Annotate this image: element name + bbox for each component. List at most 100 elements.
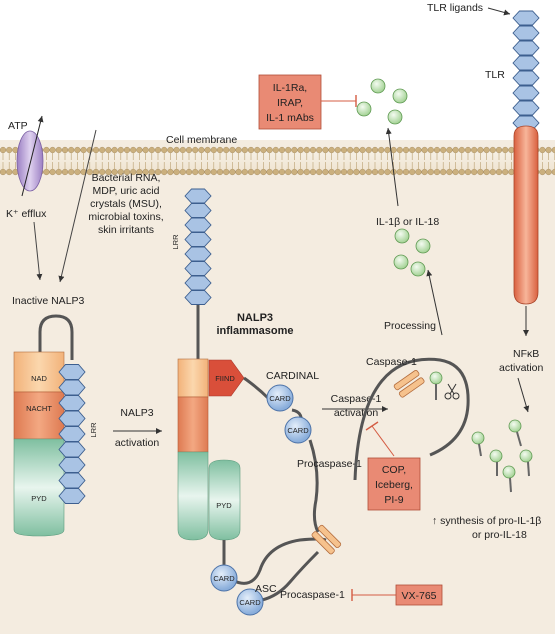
lipid-head: [396, 146, 403, 154]
svg-text:microbial toxins,: microbial toxins,: [88, 211, 163, 223]
procaspase-1-label: Procaspase-1: [297, 458, 362, 470]
lrr-hexagon: [58, 379, 86, 396]
caspase-1-arc: [353, 357, 470, 481]
card-circle: CARD: [284, 416, 312, 444]
procaspase-1-label-2: Procaspase-1: [280, 589, 345, 601]
lipid-head: [80, 146, 87, 154]
lipid-head: [316, 146, 323, 154]
card-circle: CARD: [236, 588, 264, 616]
svg-text:Iceberg,: Iceberg,: [375, 479, 413, 491]
lipid-head: [247, 168, 255, 176]
lipid-head: [61, 168, 69, 176]
lipid-head: [495, 168, 503, 176]
lipid-head: [229, 168, 236, 176]
scissors-icon: [444, 383, 460, 400]
atp-channel: [16, 115, 44, 197]
lipid-head: [545, 146, 552, 154]
lipid-head: [384, 168, 391, 176]
lipid-head: [303, 146, 310, 154]
lipid-head: [117, 168, 124, 176]
lipid-head: [229, 146, 236, 154]
lipid-head: [0, 146, 7, 154]
lipid-head: [433, 146, 441, 154]
lipid-head: [464, 146, 472, 154]
lipid-head: [68, 168, 75, 176]
lipid-head: [539, 146, 546, 154]
svg-text:CARD: CARD: [269, 394, 291, 403]
lipid-head: [179, 146, 186, 154]
lipid-head: [204, 146, 211, 154]
lipid-head: [384, 146, 391, 154]
lipid-head: [328, 168, 335, 176]
nalp3-activation-label-2: activation: [115, 437, 160, 449]
asc-linker: [231, 537, 327, 585]
lipid-head: [185, 168, 193, 176]
lrr-hexagon: [58, 457, 86, 473]
lipid-head: [266, 146, 273, 154]
lipid-head: [55, 146, 62, 154]
lrr-hexagon: [512, 25, 540, 41]
nad-label: NAD: [31, 374, 47, 383]
svg-text:MDP, uric acid: MDP, uric acid: [93, 185, 160, 197]
lipid-head: [278, 146, 286, 154]
lipid-head: [446, 146, 453, 154]
svg-text:Bacterial RNA,: Bacterial RNA,: [92, 172, 161, 184]
lrr-hexagon: [184, 261, 212, 276]
svg-text:COP,: COP,: [382, 464, 406, 476]
caspase-inhibitor-box: COP, Iceberg, PI-9: [367, 457, 421, 511]
lipid-head: [161, 168, 168, 176]
pyd-label: PYD: [31, 494, 47, 503]
lipid-head: [123, 146, 131, 154]
lipid-head: [502, 168, 509, 176]
nalp3-inflammasome: LRR PYD FIIND: [171, 188, 245, 572]
lipid-head: [340, 168, 348, 176]
lrr-hexagon: [184, 290, 212, 305]
lrr-hexagon: [512, 55, 540, 71]
lipid-head: [210, 168, 217, 176]
caspase-1-unit: [393, 369, 425, 398]
lipid-head: [161, 146, 168, 154]
lipid-head: [210, 146, 217, 154]
lrr-hexagon: [184, 217, 212, 233]
lipid-head: [123, 168, 131, 176]
nfkb-label-2: activation: [499, 362, 544, 374]
cell-membrane-label: Cell membrane: [166, 134, 237, 146]
lipid-head: [148, 146, 155, 154]
lipid-head: [136, 168, 143, 176]
procaspase-linker-1: [308, 439, 320, 533]
lipid-head: [347, 168, 354, 176]
caspase-1-activation-label-2: activation: [334, 407, 379, 419]
nfkb-arrow: [517, 377, 530, 413]
lipid-head: [359, 146, 366, 154]
caspase-1-label: Caspase-1: [366, 356, 417, 368]
lipid-head: [489, 168, 496, 176]
lipid-head: [365, 168, 372, 176]
lipid-head: [68, 146, 75, 154]
il1-inhibitor-box: IL-1Ra, IRAP, IL-1 mAbs: [258, 74, 322, 130]
il1-cluster-intracellular: [393, 228, 431, 277]
card-circle: CARD: [210, 564, 238, 592]
lipid-head: [446, 168, 453, 176]
lipid-head: [105, 168, 112, 176]
lipid-head: [421, 168, 428, 176]
lipid-head: [241, 168, 248, 176]
lipid-head: [99, 146, 106, 154]
lrr-hexagon: [512, 40, 540, 56]
lipid-head: [198, 146, 205, 154]
lipid-head: [49, 146, 56, 154]
lrr-center-label: LRR: [171, 234, 180, 250]
lipid-head: [489, 146, 496, 154]
lipid-head: [142, 168, 149, 176]
lipid-head: [43, 146, 50, 154]
lipid-head: [483, 146, 490, 154]
nalp3-activation-label: NALP3: [120, 407, 153, 419]
procaspase-linker-2: [261, 550, 320, 602]
lipid-head: [6, 168, 13, 176]
svg-text:IL-1 mAbs: IL-1 mAbs: [266, 112, 314, 124]
lipid-head: [508, 168, 515, 176]
lipid-head: [278, 168, 286, 176]
lipid-head: [508, 146, 515, 154]
lipid-head: [117, 146, 124, 154]
lipid-head: [378, 146, 385, 154]
lipid-head: [409, 146, 416, 154]
